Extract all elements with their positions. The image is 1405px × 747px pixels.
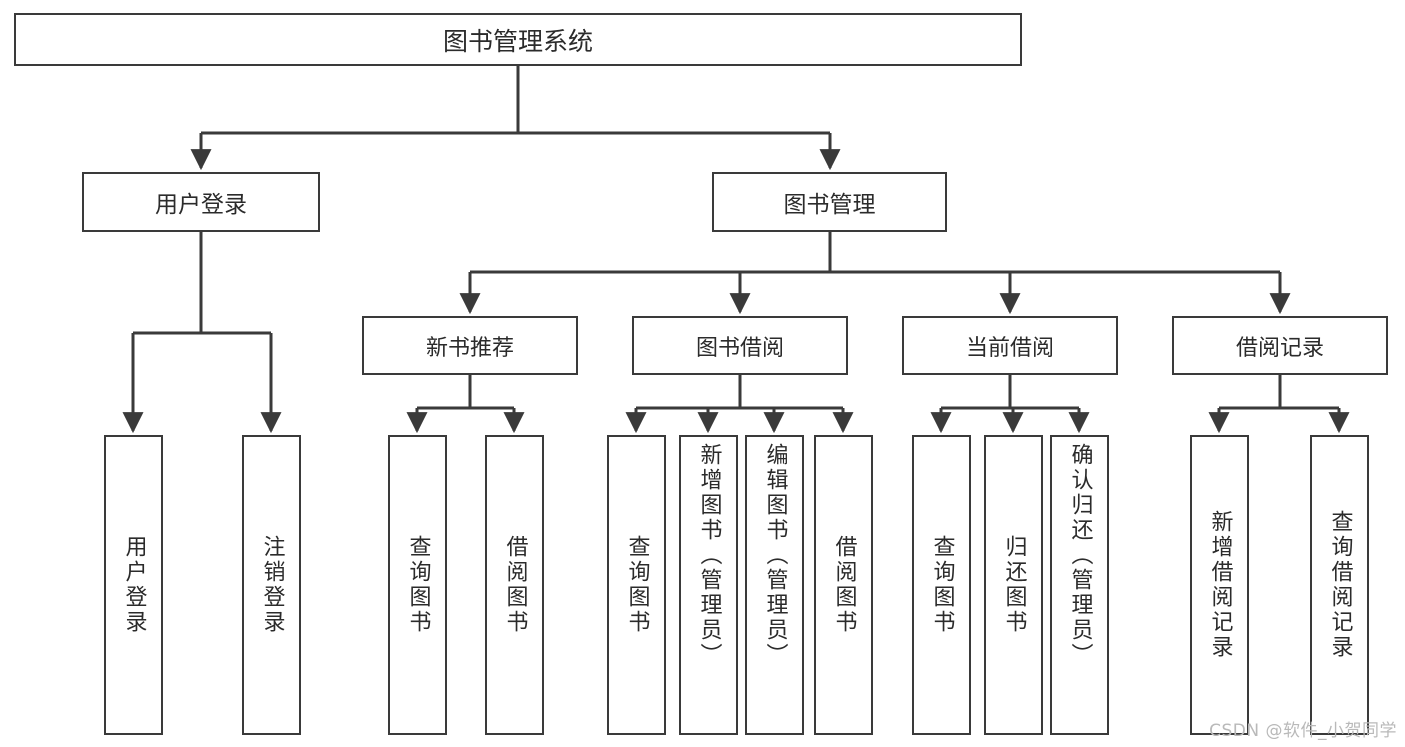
- node-book-borrow[interactable]: 图书借阅: [632, 316, 848, 375]
- node-current-borrow[interactable]: 当前借阅: [902, 316, 1118, 375]
- leaf-label: 归还图书: [1001, 535, 1027, 635]
- node-borrow-record[interactable]: 借阅记录: [1172, 316, 1388, 375]
- leaf-label: 注销登录: [259, 535, 285, 635]
- leaf-label: 编辑图书（管理员）: [762, 443, 788, 668]
- leaf-label: 确认归还（管理员）: [1067, 443, 1093, 668]
- leaf-node-borrow-book[interactable]: 借阅图书: [814, 435, 873, 735]
- leaf-label: 借阅图书: [831, 535, 857, 635]
- leaf-node-logout-login[interactable]: 注销登录: [242, 435, 301, 735]
- leaf-node-user-login[interactable]: 用户登录: [104, 435, 163, 735]
- leaf-label: 新增图书（管理员）: [696, 443, 722, 668]
- leaf-label: 查询借阅记录: [1327, 510, 1353, 660]
- leaf-node-confirm-return-admin[interactable]: 确认归还（管理员）: [1050, 435, 1109, 735]
- leaf-label: 借阅图书: [502, 535, 528, 635]
- leaf-label: 查询图书: [929, 535, 955, 635]
- node-user-login[interactable]: 用户登录: [82, 172, 320, 232]
- leaf-label: 新增借阅记录: [1207, 510, 1233, 660]
- leaf-node-query-borrow-record[interactable]: 查询借阅记录: [1310, 435, 1369, 735]
- leaf-node-query-book-borrow[interactable]: 查询图书: [607, 435, 666, 735]
- leaf-node-borrow-book-recommend[interactable]: 借阅图书: [485, 435, 544, 735]
- leaf-node-query-book-recommend[interactable]: 查询图书: [388, 435, 447, 735]
- leaf-node-query-book-current[interactable]: 查询图书: [912, 435, 971, 735]
- leaf-label: 查询图书: [624, 535, 650, 635]
- leaf-node-edit-book-admin[interactable]: 编辑图书（管理员）: [745, 435, 804, 735]
- node-root-system[interactable]: 图书管理系统: [14, 13, 1022, 66]
- node-new-book-recommend[interactable]: 新书推荐: [362, 316, 578, 375]
- node-book-management[interactable]: 图书管理: [712, 172, 947, 232]
- csdn-watermark: CSDN @软件_小贺同学: [1209, 721, 1397, 741]
- leaf-node-add-borrow-record[interactable]: 新增借阅记录: [1190, 435, 1249, 735]
- leaf-label: 用户登录: [121, 535, 147, 635]
- leaf-node-add-book-admin[interactable]: 新增图书（管理员）: [679, 435, 738, 735]
- leaf-label: 查询图书: [405, 535, 431, 635]
- leaf-node-return-book[interactable]: 归还图书: [984, 435, 1043, 735]
